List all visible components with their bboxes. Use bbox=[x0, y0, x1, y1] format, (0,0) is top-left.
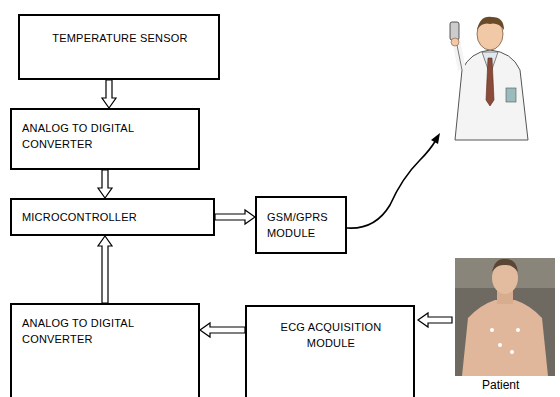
gsm-box: GSM/GPRS MODULE bbox=[255, 196, 347, 254]
wireless-link bbox=[347, 140, 436, 228]
box-label: TEMPERATURE SENSOR bbox=[30, 30, 210, 46]
hollow-arrow bbox=[418, 313, 452, 327]
box-label: GSM/GPRS MODULE bbox=[267, 209, 337, 241]
box-label: ANALOG TO DIGITAL CONVERTER bbox=[22, 120, 190, 152]
box-label: ANALOG TO DIGITAL CONVERTER bbox=[22, 315, 190, 347]
sensor-box: TEMPERATURE SENSOR bbox=[18, 14, 220, 80]
figure-caption: Patient bbox=[482, 378, 519, 392]
hollow-arrow bbox=[98, 236, 112, 303]
hollow-arrow bbox=[98, 170, 112, 198]
adc-box: ANALOG TO DIGITAL CONVERTER bbox=[10, 303, 200, 397]
hollow-arrow bbox=[200, 323, 245, 337]
hollow-arrow bbox=[102, 80, 116, 108]
adc-box: ANALOG TO DIGITAL CONVERTER bbox=[10, 108, 200, 170]
patient-photo bbox=[455, 258, 555, 376]
controller-box: MICROCONTROLLER bbox=[10, 198, 215, 236]
box-label: MICROCONTROLLER bbox=[22, 209, 205, 225]
hollow-arrow bbox=[215, 210, 255, 224]
doctor-figure bbox=[450, 17, 528, 140]
box-label: ECG ACQUISITION MODULE bbox=[257, 319, 405, 351]
ecg-box: ECG ACQUISITION MODULE bbox=[245, 305, 415, 397]
link-head bbox=[431, 133, 440, 144]
